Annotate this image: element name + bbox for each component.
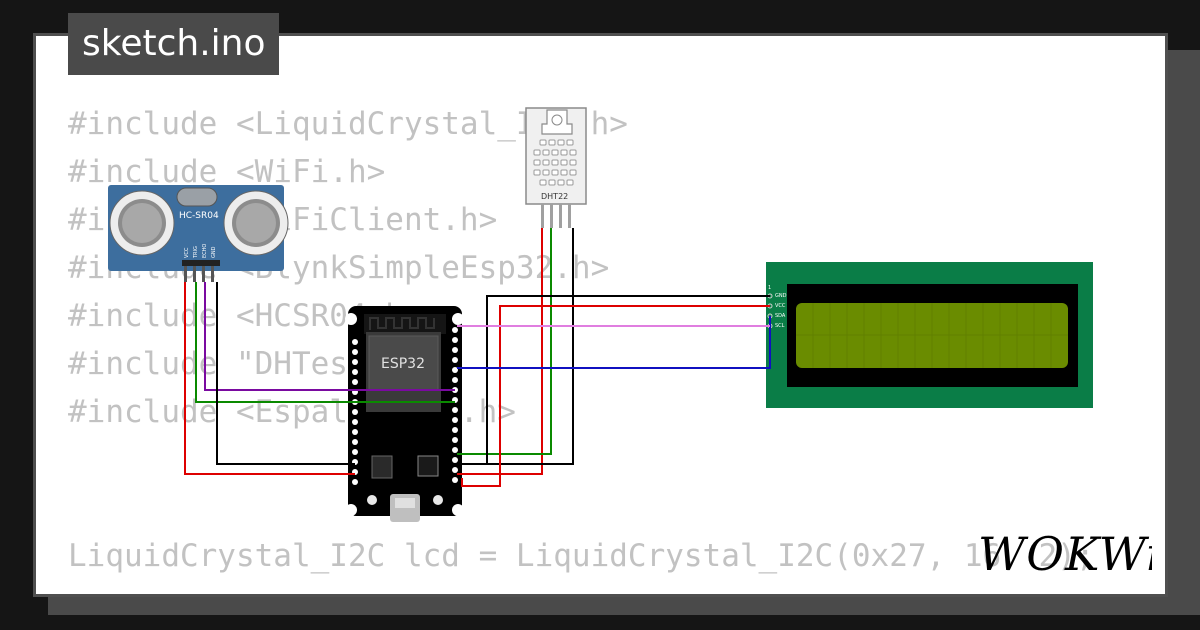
- code-line-2: #include <WiFi.h>: [68, 154, 386, 190]
- wire-lcd-gnd: [457, 295, 770, 465]
- ultrasonic-pin-trig: TRIG: [193, 246, 199, 259]
- esp32-board[interactable]: ESP32: [345, 306, 464, 522]
- lcd-pin-1-marker: 1: [768, 285, 771, 291]
- wire-lcd-sda: [457, 316, 771, 369]
- code-line-lcd-init: LiquidCrystal_I2C lcd = LiquidCrystal_I2…: [68, 538, 1095, 574]
- ultrasonic-pin-gnd: GND: [211, 246, 217, 258]
- dht22-sensor[interactable]: DHT22: [525, 107, 587, 228]
- wire-dht-vcc: [457, 228, 543, 475]
- lcd-pin-vcc: VCC: [775, 303, 786, 309]
- ultrasonic-label: HC-SR04: [179, 211, 219, 221]
- ultrasonic-transducer-left: [109, 190, 175, 256]
- wire-sr04-gnd: [216, 282, 355, 465]
- ultrasonic-pin-vcc: VCC: [184, 247, 190, 258]
- lcd-pin-gnd: GND: [775, 293, 787, 299]
- wire-sr04-trig: [195, 282, 455, 403]
- sketch-filename-tab[interactable]: sketch.ino: [68, 13, 280, 75]
- ultrasonic-pin-echo: ECHO: [202, 244, 208, 258]
- wire-sr04-vcc: [184, 282, 355, 475]
- wokwi-logo: WOKWi: [978, 527, 1152, 581]
- wokwi-logo-text: WOKWi: [978, 527, 1152, 581]
- ultrasonic-transducer-right: [223, 190, 289, 256]
- lcd-display[interactable]: 1 GND VCC SDA SCL: [766, 262, 1093, 408]
- ultrasonic-sensor[interactable]: HC-SR04 VCC TRIG ECHO GND: [108, 185, 289, 282]
- esp32-label: ESP32: [381, 356, 425, 372]
- wire-sr04-echo: [204, 282, 455, 391]
- wires: [184, 228, 771, 487]
- wire-dht-gnd: [457, 228, 574, 465]
- wire-lcd-vcc: [461, 305, 770, 487]
- lcd-pin-scl: SCL: [775, 323, 785, 329]
- wire-dht-data: [457, 228, 552, 455]
- dht22-label: DHT22: [541, 192, 568, 201]
- lcd-pin-sda: SDA: [775, 313, 786, 319]
